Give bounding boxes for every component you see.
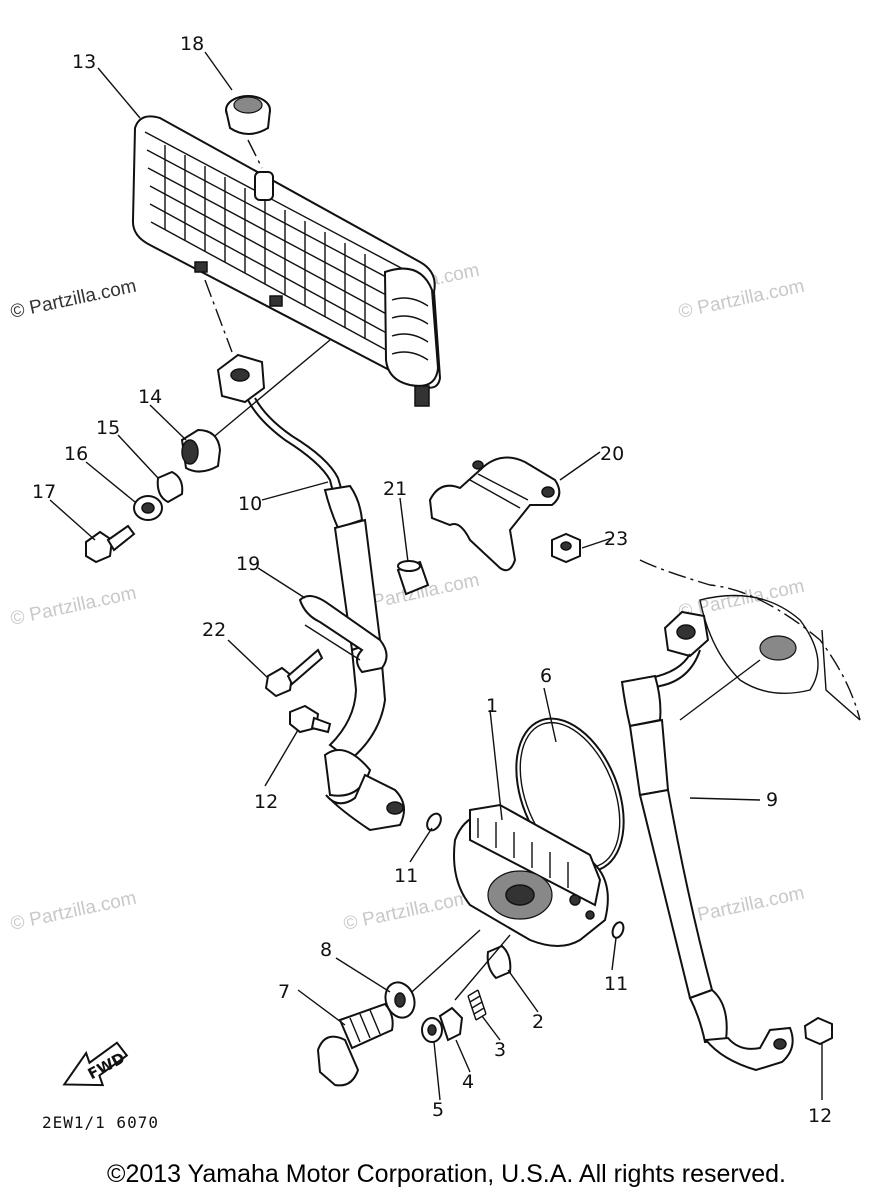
callout-label: 21 [383, 478, 407, 500]
washer-part-5 [421, 1017, 443, 1043]
o-ring-part-6-inner [519, 721, 621, 869]
washer-part-16 [133, 495, 163, 521]
callout-label: 12 [808, 1105, 832, 1127]
leader-line [454, 934, 511, 1001]
mount-line [209, 339, 331, 441]
mount-line-dashed [204, 279, 233, 353]
cap-part-18 [225, 95, 271, 135]
spring-part-3 [467, 989, 487, 1021]
callout-label: 11 [394, 865, 418, 887]
callout-label: 20 [600, 443, 624, 465]
callout-label: 3 [494, 1039, 506, 1061]
collar-part-15 [156, 470, 184, 504]
callout-label: 18 [180, 33, 204, 55]
callout-labels: 13 18 14 15 16 17 10 21 20 23 19 22 12 6… [32, 33, 832, 1127]
callout-leaders [49, 51, 823, 1101]
bolt-part-12-lower [803, 1016, 833, 1046]
bolt-part-17 [85, 524, 136, 564]
washer-part-8 [384, 981, 416, 1019]
clamp-part-19 [298, 595, 388, 674]
callout-label: 22 [202, 619, 226, 641]
callout-label: 2 [532, 1011, 544, 1033]
nut-part-23 [551, 532, 581, 564]
watermark-text: © Partzilla.com [9, 888, 139, 935]
watermark-text: © Partzilla.com [677, 276, 807, 323]
callout-label: 15 [96, 417, 120, 439]
engine-outline [639, 559, 861, 721]
hose-nut [216, 353, 266, 404]
oil-hose-part-9 [620, 610, 794, 1072]
valve-part-4 [438, 1006, 464, 1042]
callout-label: 4 [462, 1071, 474, 1093]
oil-filter-part-1 [453, 803, 609, 947]
callout-label: 1 [486, 695, 498, 717]
oil-hose-part-10 [247, 397, 405, 832]
callout-label: 19 [236, 553, 260, 575]
collar-part-21 [396, 560, 430, 596]
copyright-notice: ©2013 Yamaha Motor Corporation, U.S.A. A… [107, 1160, 786, 1188]
bolt-part-12-upper [289, 704, 332, 734]
callout-label: 5 [432, 1099, 444, 1121]
oil-cooler-part-13 [131, 115, 442, 407]
callout-label: 8 [320, 939, 332, 961]
callout-label: 17 [32, 481, 56, 503]
watermark-text: © Partzilla.com [342, 888, 472, 935]
cooler-fins [164, 145, 366, 339]
diagram-code: 2EW1/1 6070 [42, 1113, 159, 1132]
bracket-part-20 [428, 456, 561, 572]
callout-label: 7 [278, 981, 290, 1003]
fwd-arrow-icon: FWD [62, 1041, 129, 1087]
callout-label: 13 [72, 51, 96, 73]
watermark-text: © Partzilla.com [9, 276, 139, 323]
o-ring-part-11-lower [611, 921, 625, 939]
callout-label: 9 [766, 789, 778, 811]
callout-label: 11 [604, 973, 628, 995]
plug-part-2 [486, 944, 512, 980]
mount-line [679, 659, 761, 721]
callout-label: 23 [604, 528, 628, 550]
bolt-part-7 [316, 1002, 394, 1087]
o-ring-part-11-upper [426, 812, 442, 832]
callout-label: 12 [254, 791, 278, 813]
bolt-part-22 [264, 648, 324, 698]
grommet-part-14 [180, 428, 222, 473]
callout-label: 6 [540, 665, 552, 687]
callout-label: 10 [238, 493, 262, 515]
callout-label: 16 [64, 443, 88, 465]
engine-port [759, 635, 797, 661]
callout-label: 14 [138, 386, 162, 408]
engine-outline [821, 629, 861, 721]
engine-outline [699, 594, 819, 695]
watermark-text: © Partzilla.com [9, 583, 139, 630]
leader-line-dashed [247, 139, 263, 169]
